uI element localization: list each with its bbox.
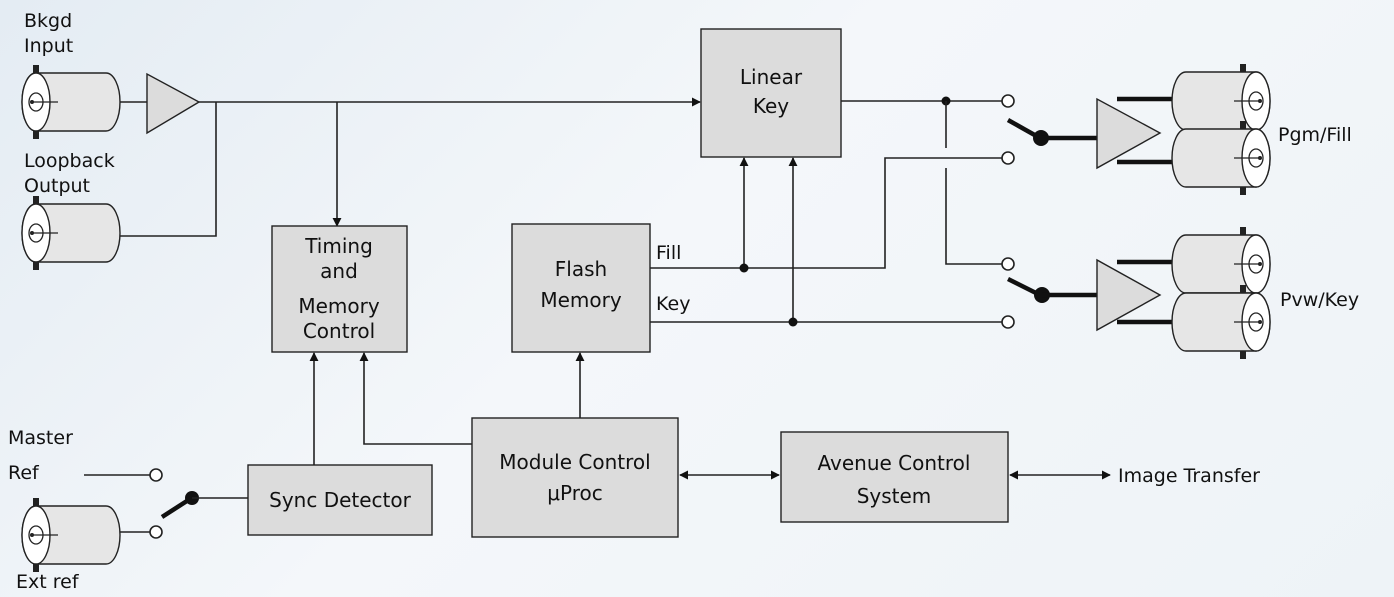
linear-key-label-1: Linear	[740, 65, 803, 89]
pgm-output-connector-1	[1171, 63, 1271, 139]
avenue-label-1: Avenue Control	[818, 451, 971, 475]
sync-detector-block	[247, 464, 433, 536]
pvw-amplifier	[1096, 258, 1162, 332]
ext-ref-label: Ext ref	[16, 571, 80, 593]
fill-wire	[650, 157, 1003, 269]
pgm-amplifier	[1096, 97, 1162, 170]
module-control-label-2: μProc	[547, 481, 602, 505]
timing-label-1: Timing	[304, 234, 373, 258]
pvw-switch-terminal-b	[1001, 315, 1015, 329]
timing-memory-control-block	[271, 225, 408, 353]
pvw-switch-terminal-a	[1001, 257, 1015, 271]
ref-switch-arm	[160, 497, 192, 519]
timing-label-2: and	[320, 259, 358, 283]
key-junction	[788, 317, 798, 327]
flash-memory-block	[511, 223, 651, 353]
master-ref-terminal	[149, 468, 163, 482]
pvw-key-label: Pvw/Key	[1280, 289, 1359, 311]
avenue-label-2: System	[857, 484, 932, 508]
pgm-switch-terminal-b	[1001, 151, 1015, 165]
ext-ref-connector	[21, 497, 121, 573]
linear-key-label-2: Key	[753, 94, 789, 118]
proc-to-timing-arrow	[359, 352, 472, 445]
pgm-output-connector-2	[1171, 120, 1271, 196]
sync-detector-label: Sync Detector	[269, 488, 411, 512]
key-signal-label: Key	[656, 293, 690, 315]
bkgd-input-label-2: Input	[24, 35, 73, 57]
bkgd-input-label-1: Bkgd	[24, 10, 72, 32]
loopback-label-2: Output	[24, 175, 90, 197]
timing-label-4: Control	[303, 319, 375, 343]
loopback-output-connector	[21, 195, 121, 271]
flash-label-1: Flash	[555, 257, 607, 281]
module-control-block	[471, 417, 679, 538]
ext-ref-terminal	[149, 525, 163, 539]
flash-label-2: Memory	[540, 288, 622, 312]
branch-wire-bottom	[945, 168, 1002, 265]
pgm-fill-label: Pgm/Fill	[1278, 124, 1352, 146]
timing-label-3: Memory	[298, 294, 380, 318]
avenue-control-system-block	[780, 431, 1009, 523]
master-ref-label-1: Master	[8, 427, 73, 449]
loopback-label-1: Loopback	[24, 150, 115, 172]
pvw-output-connector-1	[1171, 226, 1271, 302]
linear-key-block	[700, 28, 842, 158]
image-transfer-label: Image Transfer	[1118, 465, 1260, 487]
bkgd-input-connector	[21, 64, 121, 140]
master-ref-label-2: Ref	[8, 462, 40, 484]
fill-signal-label: Fill	[656, 242, 681, 264]
input-amplifier	[146, 72, 201, 135]
loopback-wire	[120, 102, 217, 237]
fill-junction	[739, 263, 749, 273]
pvw-output-connector-2	[1171, 284, 1271, 360]
pgm-switch-terminal-a	[1001, 94, 1015, 108]
module-control-label-1: Module Control	[499, 450, 650, 474]
